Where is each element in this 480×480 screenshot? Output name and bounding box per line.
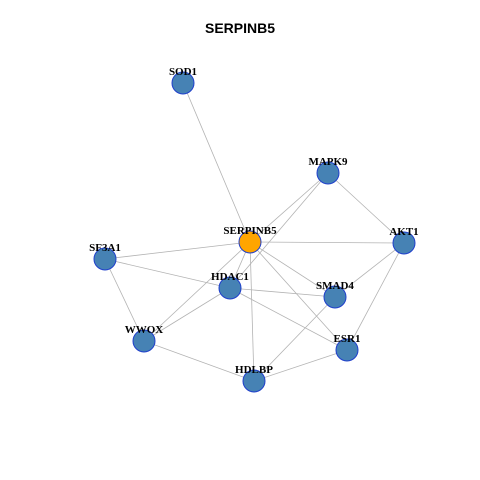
node-sod1 [171,71,195,95]
edge-serpinb5-akt1 [249,241,405,244]
edge-sod1-serpinb5 [182,82,251,243]
edge-hdac1-wwox [143,287,231,342]
edge-layer [104,82,405,382]
edge-mapk9-akt1 [327,172,405,244]
node-label-hdac1: HDAC1 [211,271,249,283]
node-mapk9 [316,161,340,185]
edge-sf3a1-wwox [104,258,145,342]
edge-hdac1-esr1 [229,287,348,351]
node-label-wwox: WWOX [125,324,164,336]
node-serpinb5 [238,230,262,254]
edge-wwox-hdlbp [143,340,255,382]
node-label-sod1: SOD1 [169,66,197,78]
label-layer: SERPINB5 SOD1MAPK9AKT1SF3A1HDAC1SMAD4WWOX… [89,66,419,376]
edge-smad4-hdlbp [253,296,336,382]
node-label-esr1: ESR1 [334,333,361,345]
edge-serpinb5-sf3a1 [104,241,251,260]
edge-hdlbp-esr1 [253,349,348,382]
node-label-hdlbp: HDLBP [235,364,273,376]
node-layer [93,71,416,393]
node-sf3a1 [93,247,117,271]
graph-title: SERPINB5 [204,20,276,36]
edge-hdac1-smad4 [229,287,336,298]
edge-akt1-smad4 [334,242,405,298]
edge-sf3a1-hdac1 [104,258,231,289]
edge-serpinb5-esr1 [249,241,348,351]
node-esr1 [335,338,359,362]
node-hdlbp [242,369,266,393]
node-label-smad4: SMAD4 [316,280,354,292]
edge-serpinb5-smad4 [249,241,336,298]
edge-serpinb5-hdlbp [249,241,255,382]
edge-serpinb5-wwox [143,241,251,342]
node-smad4 [323,285,347,309]
node-wwox [132,329,156,353]
node-hdac1 [218,276,242,300]
node-akt1 [392,231,416,255]
node-label-serpinb5: SERPINB5 [223,225,277,237]
edge-serpinb5-mapk9 [249,172,329,243]
node-label-mapk9: MAPK9 [308,156,348,168]
edge-akt1-esr1 [346,242,405,351]
edge-mapk9-hdac1 [229,172,329,289]
node-label-akt1: AKT1 [389,226,418,238]
node-label-sf3a1: SF3A1 [89,242,121,254]
